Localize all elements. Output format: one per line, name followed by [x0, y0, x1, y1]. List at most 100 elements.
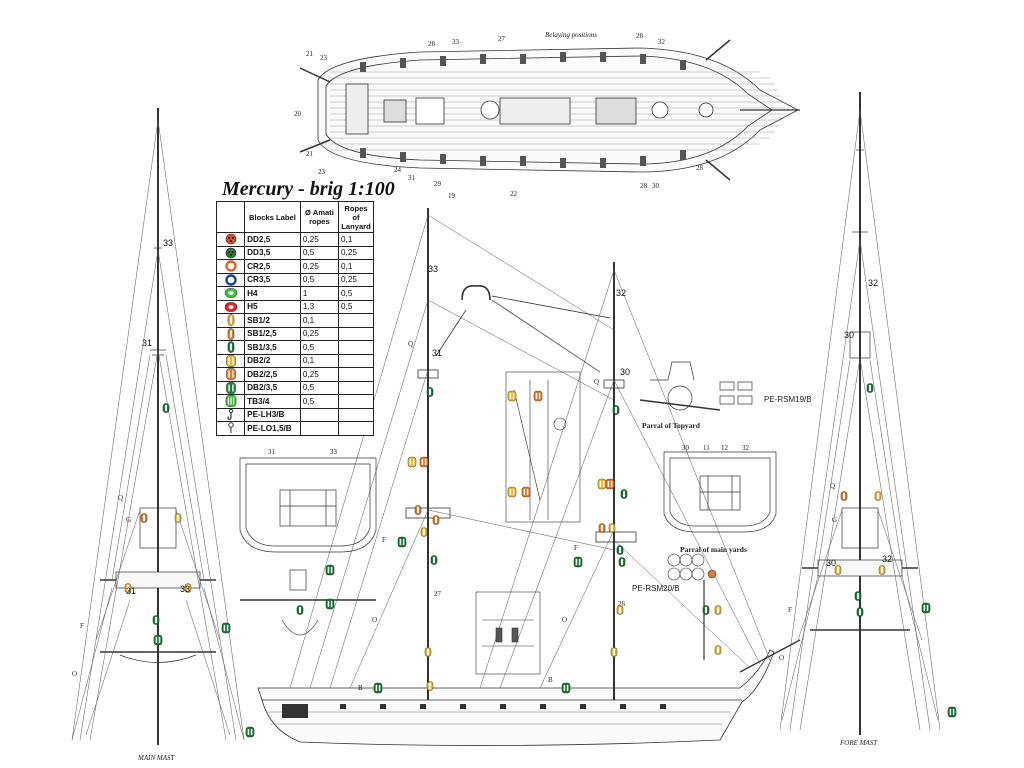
legend-rope-diameter: 0,25	[299, 326, 340, 341]
svg-text:F: F	[80, 622, 84, 630]
deck-plan-numbers: 21 23 28 33 27 28 32 20 21 23 24 31 29 1…	[294, 32, 704, 200]
legend-header-row: Blocks Label Ø Amati ropes Ropes of Lany…	[215, 201, 374, 233]
legend-block-label: DD3,5	[244, 245, 301, 260]
main-top-number-33: 33	[330, 448, 338, 456]
deadeye-icon	[215, 232, 246, 247]
legend-rope-diameter	[299, 421, 340, 436]
legend-lanyard-rope	[338, 313, 374, 328]
legend-block-label: PE-LH3/B	[244, 407, 301, 422]
svg-text:32: 32	[658, 38, 666, 46]
double-block-icon	[215, 353, 246, 368]
svg-text:28: 28	[640, 182, 648, 190]
main-top-rigging-detail	[505, 371, 581, 523]
heart-block-icon	[215, 286, 246, 301]
legend-header-icon	[215, 201, 246, 233]
legend-row: PE-LO1,5/B	[215, 421, 374, 436]
svg-text:21: 21	[306, 150, 314, 158]
triple-block-icon	[215, 394, 246, 409]
svg-text:23: 23	[320, 54, 328, 62]
svg-text:19: 19	[448, 192, 456, 200]
legend-block-label: TB3/4	[244, 394, 301, 409]
svg-text:22: 22	[510, 190, 518, 198]
svg-text:31: 31	[142, 338, 152, 348]
legend-block-label: CR2,5	[244, 259, 301, 274]
main-top-rigging-blocks	[507, 390, 543, 498]
legend-rope-diameter: 0,5	[299, 380, 340, 395]
main-top-detail	[239, 457, 377, 553]
svg-text:23: 23	[318, 168, 326, 176]
svg-text:28: 28	[696, 164, 704, 172]
legend-lanyard-rope: 0,5	[338, 299, 374, 314]
svg-text:Q: Q	[118, 494, 123, 502]
legend-lanyard-rope	[338, 421, 374, 436]
fore-mast-labels: 32 30 30 32 Q G F O FORE MAST	[779, 278, 892, 747]
legend-rope-diameter: 0,25	[299, 367, 340, 382]
topyard-parral-caption: Parral of Topyard	[642, 421, 701, 430]
legend-rope-diameter: 0,5	[299, 340, 340, 355]
svg-text:33: 33	[163, 238, 173, 248]
legend-lanyard-rope: 0,25	[338, 245, 374, 260]
main-yard-parral-detail	[240, 569, 376, 636]
svg-text:32: 32	[742, 444, 750, 452]
legend-lanyard-rope	[338, 380, 374, 395]
svg-text:32: 32	[868, 278, 878, 288]
side-bitts-detail	[475, 591, 541, 675]
fore-mast-caption: FORE MAST	[839, 739, 878, 747]
legend-lanyard-rope: 0,1	[338, 259, 374, 274]
svg-text:12: 12	[721, 444, 729, 452]
legend-block-label: PE-LO1,5/B	[244, 421, 301, 436]
svg-text:27: 27	[498, 35, 506, 43]
svg-text:32: 32	[882, 554, 892, 564]
main-yards-parral-caption: Parral of main yards	[680, 545, 747, 554]
legend-block-label: SB1/2,5	[244, 326, 301, 341]
svg-text:30: 30	[652, 182, 660, 190]
svg-text:31: 31	[126, 586, 136, 596]
legend-block-label: DD2,5	[244, 232, 301, 247]
legend-lanyard-rope: 0,5	[338, 286, 374, 301]
svg-text:Q: Q	[594, 378, 599, 386]
heart-block-icon	[215, 299, 246, 314]
legend-row: PE-LH3/B	[215, 407, 374, 422]
fore-top-detail	[663, 451, 777, 533]
legend-lanyard-rope	[338, 326, 374, 341]
legend-block-label: H5	[244, 299, 301, 314]
svg-text:27: 27	[434, 590, 442, 598]
svg-text:30: 30	[682, 444, 690, 452]
legend-header-label: Blocks Label	[244, 201, 301, 233]
svg-text:21: 21	[306, 50, 314, 58]
svg-text:G: G	[126, 516, 131, 524]
legend-lanyard-rope	[338, 367, 374, 382]
blocks-legend-table: Blocks Label Ø Amati ropes Ropes of Lany…	[215, 201, 374, 436]
single-block-icon	[215, 326, 246, 341]
legend-rope-diameter: 0,1	[299, 353, 340, 368]
legend-block-label: DB2/3,5	[244, 380, 301, 395]
svg-text:11: 11	[703, 444, 710, 452]
legend-rope-diameter: 1	[299, 286, 340, 301]
svg-text:O: O	[72, 670, 77, 678]
svg-text:33: 33	[452, 38, 460, 46]
single-block-icon	[215, 313, 246, 328]
main-mast-front-view	[71, 108, 245, 745]
legend-rope-diameter: 0,5	[299, 245, 340, 260]
svg-text:32: 32	[616, 288, 626, 298]
topyard-part-number: PE-RSM19/B	[764, 395, 812, 404]
deck-plan-caption: Belaying positions	[545, 31, 597, 39]
deadeye-icon	[215, 245, 246, 260]
main-yards-part-number: PE-RSM20/B	[632, 584, 680, 593]
legend-header-rope: Ø Amati ropes	[299, 201, 340, 233]
legend-block-label: SB1/3,5	[244, 340, 301, 355]
legend-rope-diameter: 1,3	[299, 299, 340, 314]
legend-lanyard-rope	[338, 340, 374, 355]
svg-text:30: 30	[844, 330, 854, 340]
legend-block-label: DB2/2,5	[244, 367, 301, 382]
legend-block-label: SB1/2	[244, 313, 301, 328]
svg-text:33: 33	[180, 584, 190, 594]
